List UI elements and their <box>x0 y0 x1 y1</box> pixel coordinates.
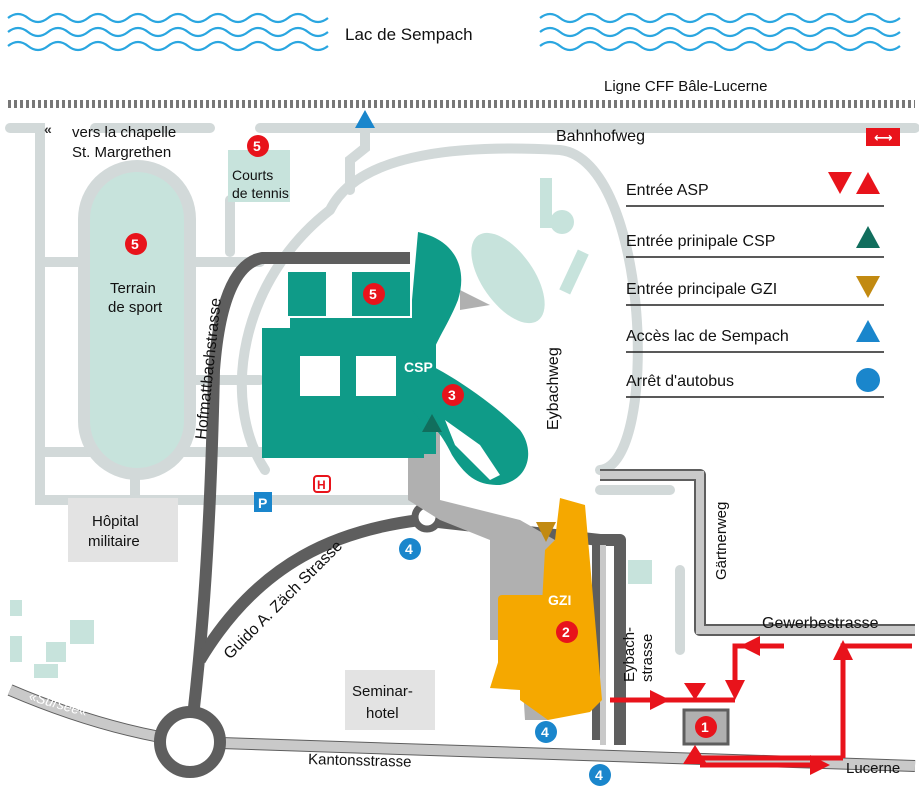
marker-1: 1 <box>695 716 717 738</box>
bus-stop-marker-a: 4 <box>399 538 421 560</box>
hospital-icon: H <box>313 475 331 493</box>
railway-label: Ligne CFF Bâle-Lucerne <box>604 78 767 95</box>
eybachstrasse-label-2: strasse <box>639 634 656 682</box>
bus-stop-marker-c: 4 <box>589 764 611 786</box>
marker-5-csp: 5 <box>363 283 385 305</box>
svg-text:P: P <box>258 495 267 511</box>
svg-text:5: 5 <box>131 236 139 252</box>
railway-station-icon: ⟷ <box>866 128 900 146</box>
legend-item-asp: Entrée ASP <box>626 172 884 207</box>
eybachweg-label: Eybachweg <box>545 347 562 430</box>
arrow-heads <box>650 636 853 775</box>
hopital-label-1: Hôpital <box>92 513 139 530</box>
sport-label-1: Terrain <box>110 280 156 297</box>
svg-text:Arrêt d'autobus: Arrêt d'autobus <box>626 373 734 390</box>
svg-text:Entrée principale GZI: Entrée principale GZI <box>626 281 777 298</box>
parking-icon: P <box>254 492 272 512</box>
legend-item-csp: Entrée prinipale CSP <box>626 226 884 258</box>
sport-label-2: de sport <box>108 299 163 316</box>
marker-3: 3 <box>442 384 464 406</box>
gartnerweg-label: Gärtnerweg <box>713 502 730 580</box>
kantonsstrasse-label: Kantonsstrasse <box>308 751 412 771</box>
decorative-shapes <box>10 178 652 678</box>
chapel-label-2: St. Margrethen <box>72 144 171 161</box>
svg-text:4: 4 <box>595 767 603 783</box>
marker-2: 2 <box>556 621 578 643</box>
gray-wedge <box>460 290 490 310</box>
asp-entrance-down <box>684 683 706 700</box>
seminar-hotel-building <box>345 670 435 730</box>
lucerne-label: Lucerne <box>846 760 900 777</box>
gzi-label: GZI <box>548 592 571 608</box>
seminar-label-2: hotel <box>366 705 399 722</box>
marker-5-tennis: 5 <box>247 135 269 157</box>
svg-text:2: 2 <box>562 624 570 640</box>
asp-entrance-up <box>683 745 707 764</box>
tennis-label-1: Courts <box>232 167 273 183</box>
legend-item-gzi: Entrée principale GZI <box>626 276 884 306</box>
csp-label: CSP <box>404 359 433 375</box>
svg-text:Entrée prinipale CSP: Entrée prinipale CSP <box>626 233 775 250</box>
bahnhofweg-label: Bahnhofweg <box>556 128 645 145</box>
hopital-label-2: militaire <box>88 533 140 550</box>
tennis-label-2: de tennis <box>232 185 289 201</box>
lake-waves <box>7 12 901 52</box>
gzi-entrance-triangle <box>536 522 556 542</box>
chapel-label-1: vers la chapelle <box>72 124 176 141</box>
minor-roads <box>5 122 919 655</box>
legend-item-lac: Accès lac de Sempach <box>626 320 884 353</box>
csp-entrance-triangle <box>422 414 442 432</box>
sport-field <box>78 160 196 480</box>
legend: Entrée ASP Entrée prinipale CSP Entrée p… <box>626 172 884 398</box>
svg-text:3: 3 <box>448 387 456 403</box>
bus-stop-marker-b: 4 <box>535 721 557 743</box>
svg-text:Accès lac de Sempach: Accès lac de Sempach <box>626 328 789 345</box>
seminar-label-1: Seminar- <box>352 683 413 700</box>
svg-text:Entrée ASP: Entrée ASP <box>626 182 709 199</box>
gewerbestrasse-label: Gewerbestrasse <box>762 615 879 632</box>
svg-text:4: 4 <box>405 541 413 557</box>
roundabout-main <box>154 706 226 778</box>
svg-text:4: 4 <box>541 724 549 740</box>
eybachstrasse-label-1: Eybach- <box>621 627 638 682</box>
svg-text:1: 1 <box>701 719 709 735</box>
csp-inner-gaps <box>300 356 500 480</box>
svg-text:5: 5 <box>253 138 261 154</box>
legend-item-bus: Arrêt d'autobus <box>626 368 884 398</box>
svg-text:H: H <box>317 478 326 492</box>
svg-text:⟷: ⟷ <box>874 130 893 145</box>
gzi-building <box>490 498 602 720</box>
csp-building <box>262 232 529 485</box>
svg-text:5: 5 <box>369 286 377 302</box>
lake-label: Lac de Sempach <box>345 25 473 44</box>
chapel-chevrons: « <box>44 121 52 137</box>
tennis-courts <box>228 150 290 202</box>
lake-access-triangle <box>355 110 375 128</box>
marker-5-sport: 5 <box>125 233 147 255</box>
hopital-building <box>68 498 178 562</box>
